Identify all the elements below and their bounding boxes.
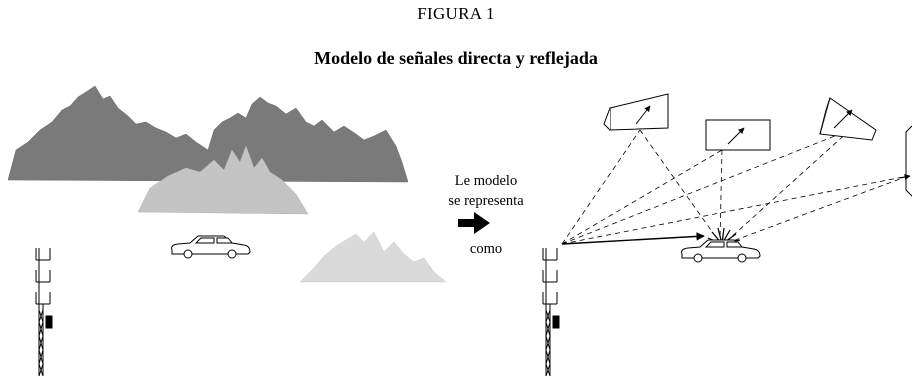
figure-title: Modelo de señales directa y reflejada: [314, 48, 598, 68]
vehicle-left: [171, 235, 251, 259]
antenna-tower-left: [35, 248, 53, 376]
pale-mountain-lower: [299, 231, 447, 283]
reflection-rays: [561, 129, 909, 245]
reflector-2: [705, 119, 771, 151]
dark-mountain-range: [7, 85, 409, 183]
transition-caption-line-2: se representa: [448, 193, 524, 209]
transition-arrow: [458, 212, 490, 234]
light-mountain-front: [137, 145, 309, 215]
direct-path-ray: [561, 232, 705, 245]
antenna-tower-right: [542, 248, 560, 376]
transition-caption-line-1: Le modelo: [454, 173, 518, 189]
reflector-1: [603, 93, 669, 131]
reflector-3: [819, 97, 877, 141]
vehicle-right: [681, 239, 761, 263]
reflector-4: [899, 125, 912, 197]
transition-caption-line-3: como: [469, 241, 503, 257]
figure-label: FIGURA 1: [417, 4, 495, 23]
